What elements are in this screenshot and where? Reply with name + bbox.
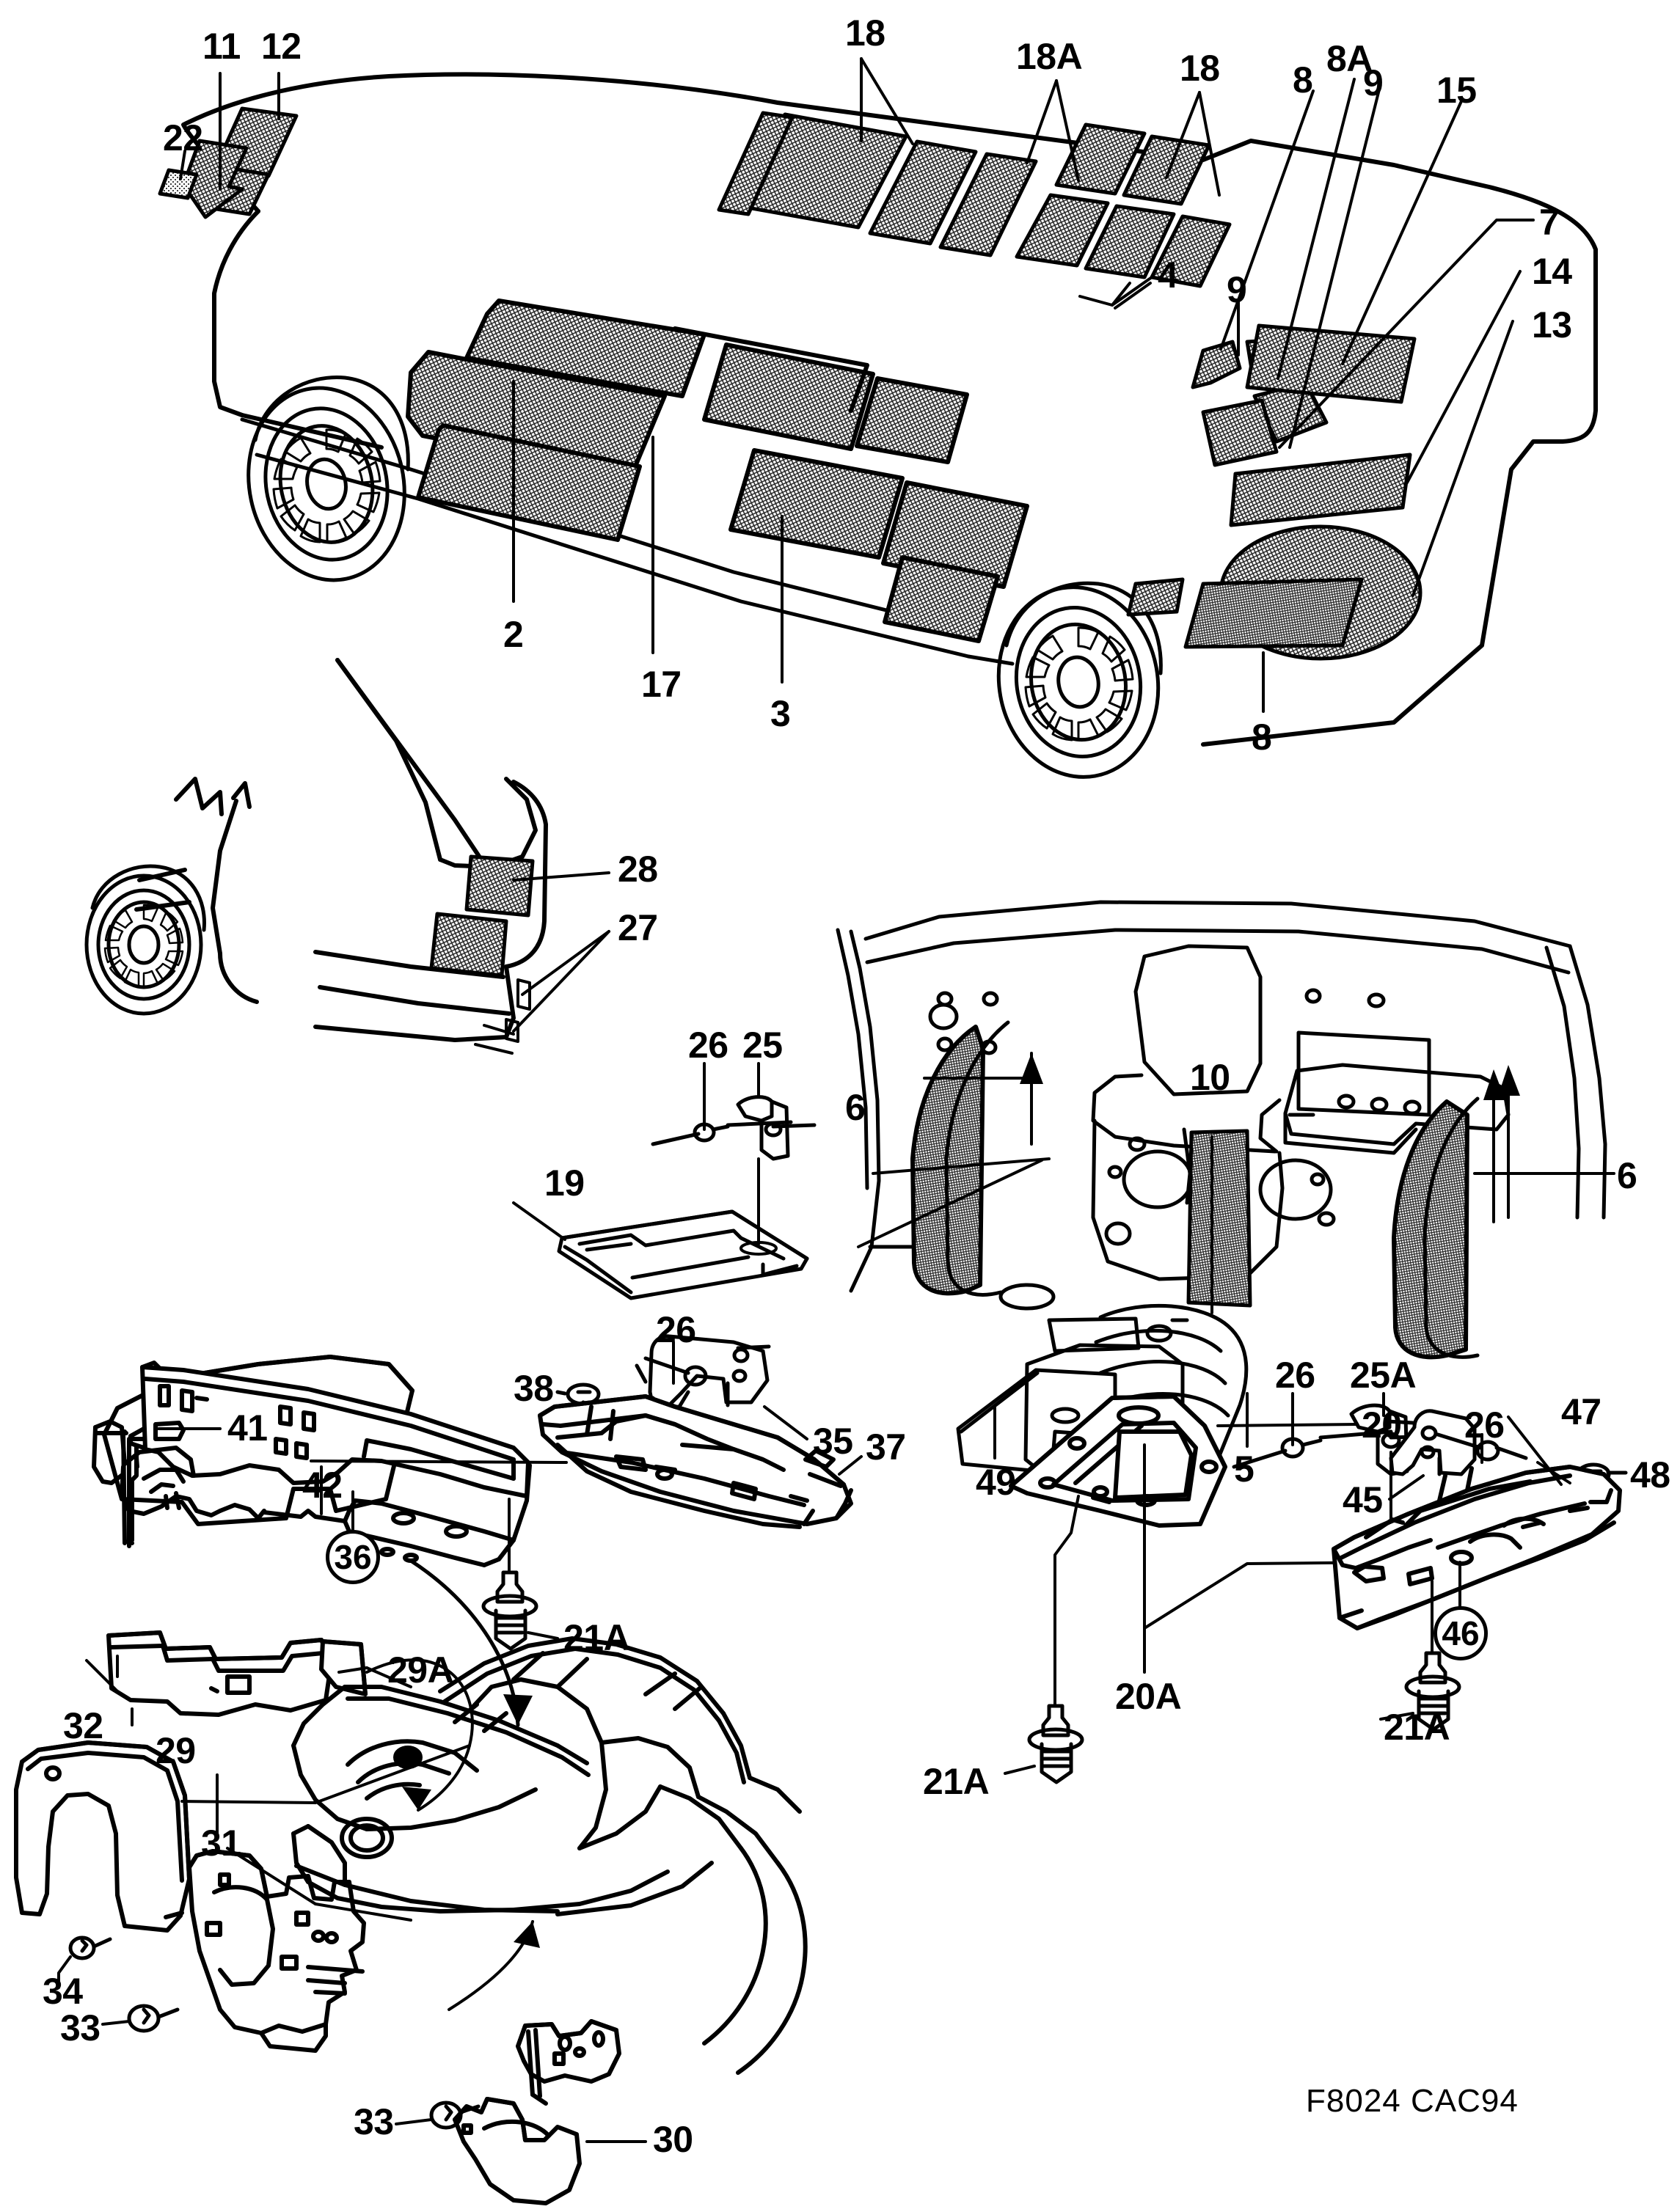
callout-30: 30 bbox=[653, 2119, 693, 2160]
callout-3: 3 bbox=[770, 693, 791, 734]
circled-callout-46: 46 bbox=[1434, 1606, 1488, 1660]
callout-42: 42 bbox=[302, 1465, 343, 1506]
callout-29A: 29A bbox=[387, 1649, 454, 1691]
callout-26-c: 26 bbox=[656, 1309, 696, 1350]
callout-48: 48 bbox=[1630, 1454, 1670, 1495]
callout-9-mid: 9 bbox=[1227, 269, 1247, 310]
callout-21A-right: 21A bbox=[1384, 1707, 1450, 1748]
callout-17: 17 bbox=[641, 664, 682, 705]
callout-10: 10 bbox=[1190, 1057, 1230, 1098]
callout-28: 28 bbox=[618, 849, 658, 890]
callout-6-right: 6 bbox=[1617, 1155, 1637, 1196]
callout-19: 19 bbox=[544, 1162, 585, 1204]
callout-18-right: 18 bbox=[1180, 48, 1220, 89]
callout-37: 37 bbox=[866, 1427, 906, 1468]
callout-21A-left: 21A bbox=[563, 1617, 630, 1658]
callout-11: 11 bbox=[202, 26, 241, 67]
callout-35: 35 bbox=[813, 1421, 853, 1462]
callout-33-left: 33 bbox=[60, 2007, 101, 2048]
callout-20A: 20A bbox=[1115, 1676, 1182, 1717]
callout-8-top: 8 bbox=[1293, 59, 1313, 100]
callout-12: 12 bbox=[261, 26, 302, 67]
callout-7: 7 bbox=[1539, 202, 1560, 243]
callout-38: 38 bbox=[514, 1368, 554, 1409]
callout-6-left: 6 bbox=[845, 1087, 866, 1128]
callout-9-top: 9 bbox=[1363, 62, 1384, 103]
callout-5: 5 bbox=[1234, 1449, 1254, 1490]
callout-49: 49 bbox=[976, 1462, 1016, 1503]
circled-callout-36: 36 bbox=[326, 1530, 380, 1584]
callout-8-bottom: 8 bbox=[1252, 717, 1272, 758]
callout-15: 15 bbox=[1436, 70, 1477, 111]
callout-25A: 25A bbox=[1350, 1355, 1417, 1396]
callout-18-left: 18 bbox=[845, 12, 885, 54]
drawing-id: F8024 CAC94 bbox=[1306, 2083, 1519, 2119]
callout-32: 32 bbox=[63, 1705, 103, 1746]
callout-27: 27 bbox=[618, 907, 658, 948]
callout-26-a: 26 bbox=[688, 1025, 728, 1066]
callout-2: 2 bbox=[503, 614, 524, 655]
callout-13: 13 bbox=[1532, 304, 1572, 345]
callout-4: 4 bbox=[1158, 254, 1178, 296]
callout-8A: 8A bbox=[1326, 38, 1373, 79]
callout-34: 34 bbox=[43, 1971, 83, 2012]
callout-25: 25 bbox=[742, 1025, 783, 1066]
callout-41: 41 bbox=[227, 1407, 268, 1449]
callout-26-b: 26 bbox=[1275, 1355, 1315, 1396]
callout-31: 31 bbox=[201, 1823, 241, 1864]
callout-14: 14 bbox=[1532, 251, 1572, 292]
callout-29: 29 bbox=[156, 1730, 196, 1771]
callout-45: 45 bbox=[1343, 1479, 1383, 1520]
callout-47: 47 bbox=[1561, 1391, 1602, 1432]
callout-22: 22 bbox=[163, 117, 203, 158]
callout-21A-center: 21A bbox=[923, 1761, 990, 1802]
callout-26-d: 26 bbox=[1464, 1405, 1505, 1446]
callout-33-bottom: 33 bbox=[354, 2101, 394, 2142]
callout-20: 20 bbox=[1362, 1405, 1402, 1446]
callout-18A: 18A bbox=[1016, 36, 1083, 77]
